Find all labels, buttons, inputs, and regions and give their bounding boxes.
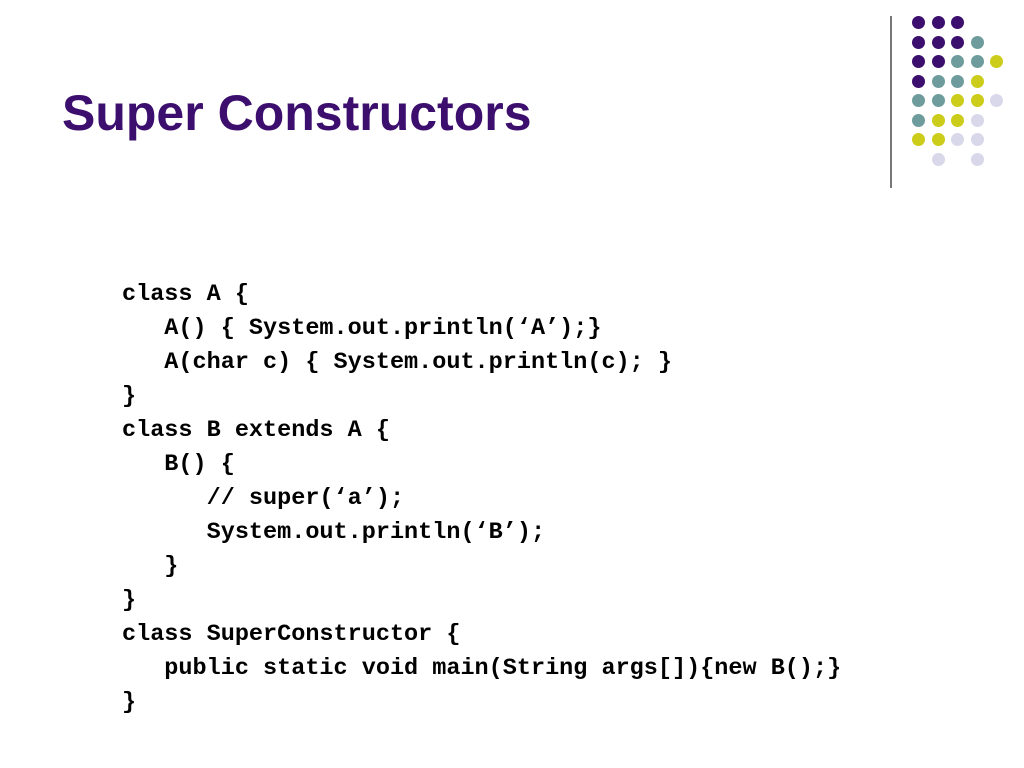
- decorative-dot: [951, 113, 964, 127]
- decorative-dot: [931, 35, 945, 49]
- decorative-dot: [970, 55, 984, 68]
- decorative-dot: [912, 16, 925, 29]
- decorative-dot: [951, 94, 964, 107]
- decorative-dot: [970, 94, 984, 107]
- code-line: A(char c) { System.out.println(c); }: [122, 349, 672, 376]
- decorative-dot: [970, 152, 984, 166]
- code-line: B() {: [122, 451, 235, 478]
- decorative-dot: [912, 113, 925, 127]
- code-line: }: [122, 383, 137, 410]
- code-line: class B extends A {: [122, 417, 390, 444]
- decorative-dot: [990, 55, 1003, 68]
- code-line: // super(‘a’);: [122, 485, 405, 512]
- decorative-dot: [912, 133, 925, 146]
- decorative-dot: [970, 113, 984, 127]
- code-block: class A { A() { System.out.println(‘A’);…: [122, 278, 841, 720]
- code-line: }: [122, 587, 137, 614]
- code-line: class A {: [122, 281, 249, 308]
- divider-line: [890, 16, 892, 188]
- slide-title: Super Constructors: [62, 85, 532, 141]
- code-line: public static void main(String args[]){n…: [122, 655, 842, 682]
- decorative-dot: [951, 35, 964, 49]
- decorative-dot: [912, 74, 925, 88]
- decorative-dot: [970, 74, 984, 88]
- decorative-dot: [912, 55, 925, 68]
- decorative-dot: [990, 94, 1003, 107]
- code-line: A() { System.out.println(‘A’);}: [122, 315, 602, 342]
- decorative-dot: [951, 16, 964, 29]
- decorative-dot: [912, 35, 925, 49]
- decorative-dot: [931, 94, 945, 107]
- code-line: }: [122, 689, 137, 716]
- decorative-dot: [970, 35, 984, 49]
- code-line: }: [122, 553, 179, 580]
- decorative-dot: [912, 94, 925, 107]
- decorative-dot: [951, 55, 964, 68]
- decorative-dot: [931, 16, 945, 29]
- code-line: System.out.println(‘B’);: [122, 519, 546, 546]
- decorative-dot: [931, 74, 945, 88]
- decorative-dot: [931, 152, 945, 166]
- decorative-dot: [931, 113, 945, 127]
- decorative-dot: [951, 133, 964, 146]
- decorative-dot: [931, 133, 945, 146]
- decorative-dot: [970, 133, 984, 146]
- code-line: class SuperConstructor {: [122, 621, 461, 648]
- decorative-dot: [951, 74, 964, 88]
- decorative-dot-grid: [0, 0, 1024, 200]
- decorative-dot: [931, 55, 945, 68]
